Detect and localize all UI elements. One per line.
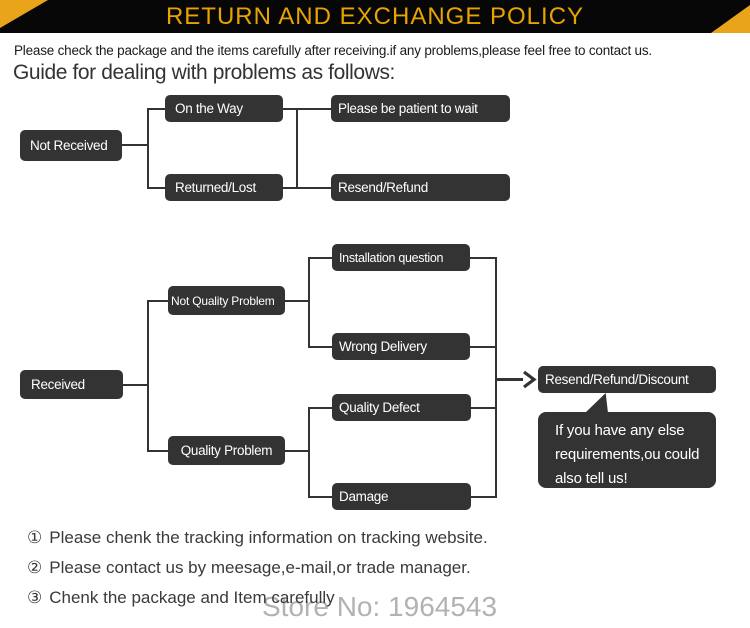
note-item-1: ① Please chenk the tracking information o… [27, 528, 488, 548]
note-item-3: ③ Chenk the package and Item carefully [27, 588, 335, 608]
guide-heading: Guide for dealing with problems as follo… [13, 61, 395, 84]
connector-line [283, 108, 331, 110]
arrow-head-icon [523, 370, 537, 389]
connector-line [283, 300, 308, 302]
connector-line [308, 257, 310, 348]
flow-node-wrong-delivery: Wrong Delivery [332, 333, 470, 360]
connector-line [470, 257, 495, 259]
connector-line [471, 496, 495, 498]
connector-line [147, 108, 149, 189]
note-bullet-3: ③ [27, 588, 43, 607]
connector-line [123, 384, 147, 386]
connector-line [147, 300, 149, 452]
connector-line [495, 257, 497, 498]
connector-line [149, 108, 165, 110]
flow-node-resend-refund-discount: Resend/Refund/Discount [538, 366, 716, 393]
flow-node-quality-problem: Quality Problem [168, 436, 285, 465]
flow-node-not-quality-problem: Not Quality Problem [168, 286, 285, 315]
connector-line [283, 187, 331, 189]
connector-line [149, 300, 168, 302]
connector-line [122, 144, 147, 146]
connector-line [149, 187, 165, 189]
store-number-watermark: Store No: 1964543 [262, 591, 498, 622]
flow-node-quality-defect: Quality Defect [332, 394, 471, 421]
speech-bubble-tail [585, 393, 608, 413]
flow-node-patient-wait: Please be patient to wait [331, 95, 510, 122]
flow-node-damage: Damage [332, 483, 471, 510]
note-text-1: Please chenk the tracking information on… [49, 528, 488, 547]
connector-line [283, 450, 308, 452]
flow-node-not-received: Not Received [20, 130, 122, 161]
header-banner: RETURN AND EXCHANGE POLICY [0, 0, 750, 33]
connector-line [308, 407, 310, 498]
note-bullet-2: ② [27, 558, 43, 577]
connector-line [310, 407, 332, 409]
flow-node-received: Received [20, 370, 123, 399]
note-text-2: Please contact us by meesage,e-mail,or t… [49, 558, 471, 577]
connector-line [310, 346, 332, 348]
flow-node-on-the-way: On the Way [165, 95, 283, 122]
speech-bubble-note: If you have any else requirements,ou cou… [538, 412, 716, 488]
note-bullet-1: ① [27, 528, 43, 547]
arrow-shaft [497, 378, 523, 381]
note-text-3: Chenk the package and Item carefully [49, 588, 335, 607]
connector-line [470, 346, 495, 348]
connector-line [310, 257, 332, 259]
intro-note: Please check the package and the items c… [14, 43, 652, 58]
connector-line [296, 108, 298, 189]
flow-node-installation-question: Installation question [332, 244, 470, 271]
flow-node-resend-refund: Resend/Refund [331, 174, 510, 201]
connector-line [310, 496, 332, 498]
connector-line [149, 450, 168, 452]
connector-line [471, 407, 495, 409]
page-title: RETURN AND EXCHANGE POLICY [165, 3, 585, 30]
flow-node-returned-lost: Returned/Lost [165, 174, 283, 201]
note-item-2: ② Please contact us by meesage,e-mail,or … [27, 558, 471, 578]
